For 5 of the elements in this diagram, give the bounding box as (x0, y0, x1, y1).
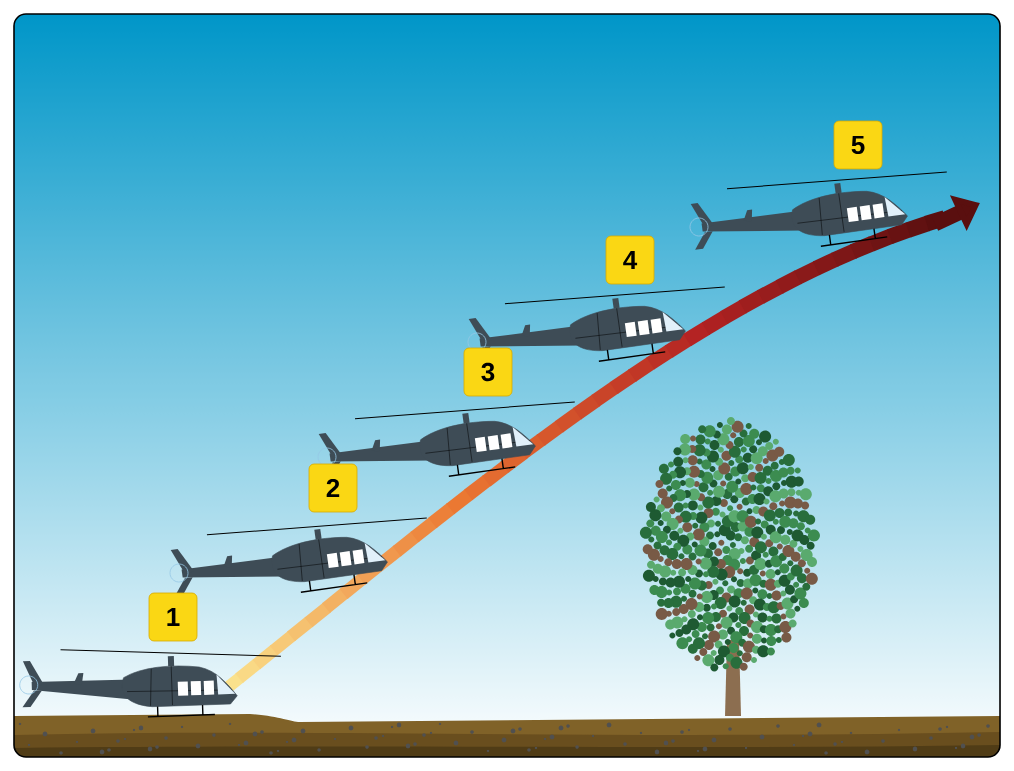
callout-number: 1 (148, 592, 198, 642)
callout-number: 2 (308, 463, 358, 513)
callout-number: 5 (833, 120, 883, 170)
callout-number: 4 (605, 235, 655, 285)
callout-number: 3 (463, 347, 513, 397)
